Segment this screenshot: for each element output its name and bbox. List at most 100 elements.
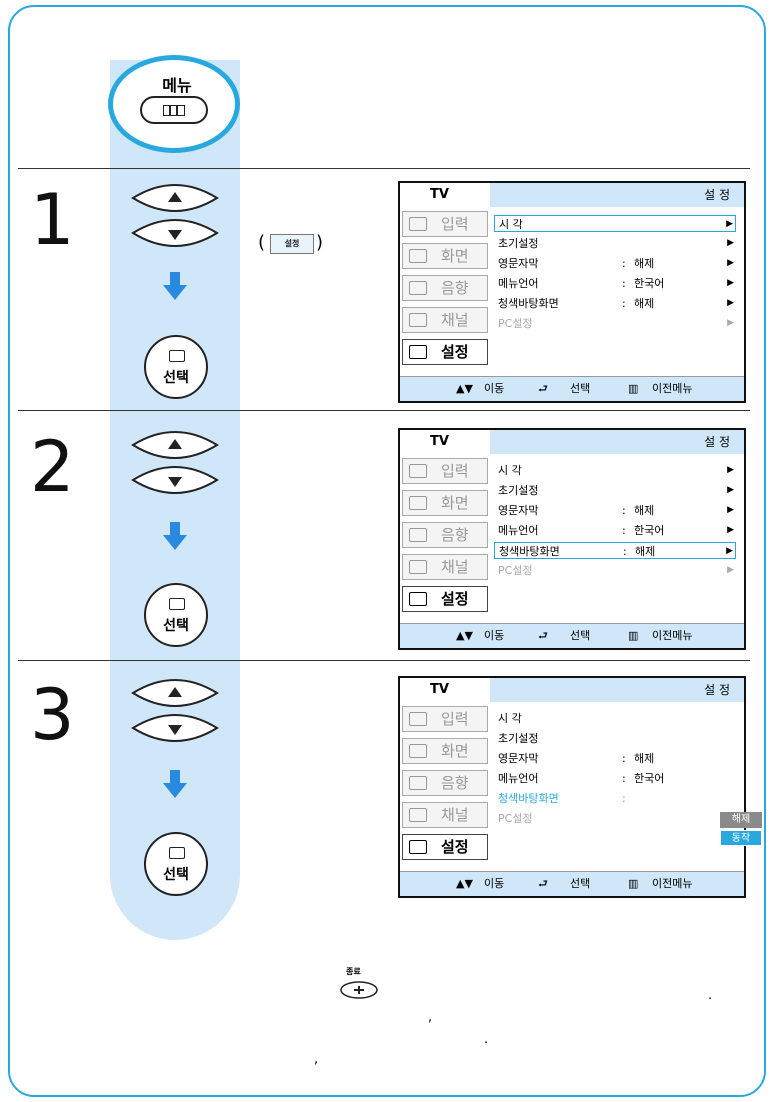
row-sep: : [622, 504, 626, 517]
osd-row-setup[interactable]: 초기설정▶ [494, 482, 736, 499]
row-value: 해제 [634, 752, 655, 765]
osd-tab-label: 화면 [441, 742, 469, 760]
step-number: 3 [30, 674, 75, 756]
enter-icon: ⮐ [538, 382, 548, 395]
osd-row-setup[interactable]: 초기설정 ▶ [494, 235, 736, 252]
osd-tab-setup[interactable]: 설정 [402, 834, 488, 860]
osd-tab-sound[interactable]: 음향 [402, 522, 488, 548]
osd-menu-list: 시 각▶ 초기설정▶ 영문자막:해제▶ 메뉴언어:한국어▶ 청색바탕화면:해제▶… [490, 207, 744, 377]
osd-tv-label: TV [400, 183, 490, 207]
step-number: 1 [30, 179, 75, 261]
osd-tab-picture[interactable]: 화면 [402, 243, 488, 269]
speaker-icon [409, 528, 427, 542]
osd-tv-label: TV [400, 678, 490, 702]
osd-row-caption[interactable]: 영문자막:해제▶ [494, 255, 736, 272]
row-key: PC설정 [498, 812, 533, 825]
osd-row-language[interactable]: 메뉴언어:한국어▶ [494, 275, 736, 292]
exit-button[interactable] [338, 970, 380, 1000]
satellite-icon [409, 808, 427, 822]
footer-move: 이동 [484, 877, 505, 890]
row-value: 해제 [635, 545, 656, 558]
osd-tab-channel[interactable]: 채널 [402, 554, 488, 580]
up-down-buttons[interactable] [130, 673, 220, 753]
satellite-icon [409, 560, 427, 574]
menu-button[interactable] [140, 96, 208, 124]
osd-row-caption: 영문자막:해제 [494, 750, 736, 767]
divider [18, 410, 750, 411]
osd-row-time[interactable]: 시 각▶ [494, 215, 736, 232]
popup-option-on[interactable]: 동작 [720, 830, 762, 846]
menu-button-label: 메뉴 [162, 76, 192, 95]
osd-row-bluescreen[interactable]: 청색바탕화면:해제▶ [494, 295, 736, 312]
right-arrow-icon: ▶ [727, 525, 734, 535]
menu-icon [163, 105, 185, 116]
osd-tab-channel[interactable]: 채널 [402, 307, 488, 333]
osd-row-pc: PC설정 [494, 810, 736, 827]
row-key: 메뉴언어 [498, 524, 539, 537]
osd-tab-input[interactable]: 입력 [402, 458, 488, 484]
up-down-buttons[interactable] [130, 178, 220, 258]
select-button[interactable]: 선택 [144, 832, 208, 896]
select-button[interactable]: 선택 [144, 583, 208, 647]
osd-tab-input[interactable]: 입력 [402, 706, 488, 732]
select-button[interactable]: 선택 [144, 335, 208, 399]
row-key: 초기설정 [498, 732, 539, 745]
setup-icon [409, 840, 427, 854]
note-punct: , [428, 1010, 433, 1025]
right-arrow-icon: ▶ [727, 238, 734, 248]
osd-row-bluescreen[interactable]: 청색바탕화면: [494, 790, 736, 807]
note-punct: . [708, 988, 713, 1003]
osd-tab-setup[interactable]: 설정 [402, 586, 488, 612]
row-key: 초기설정 [498, 484, 539, 497]
popup-option-off[interactable]: 해제 [720, 812, 762, 828]
row-key: 청색바탕화면 [498, 792, 559, 805]
updown-icon: ▲▼ [456, 877, 473, 890]
picture-icon [409, 496, 427, 510]
row-sep: : [622, 752, 626, 765]
osd-row-language[interactable]: 메뉴언어:한국어▶ [494, 522, 736, 539]
row-key: 초기설정 [498, 237, 539, 250]
osd-tab-sound[interactable]: 음향 [402, 275, 488, 301]
right-arrow-icon: ▶ [727, 505, 734, 515]
osd-tab-setup[interactable]: 설정 [402, 339, 488, 365]
osd-tab-label: 화면 [441, 494, 469, 512]
up-down-buttons[interactable] [130, 425, 220, 505]
osd-tab-channel[interactable]: 채널 [402, 802, 488, 828]
row-key: 시 각 [498, 712, 522, 725]
osd-tab-picture[interactable]: 화면 [402, 490, 488, 516]
osd-tab-input[interactable]: 입력 [402, 211, 488, 237]
updown-icon: ▲▼ [456, 629, 473, 642]
osd-tv-label: TV [400, 430, 490, 454]
right-arrow-icon: ▶ [726, 219, 733, 229]
osd-tab-label: 채널 [441, 558, 469, 576]
speaker-icon [409, 281, 427, 295]
row-key: 영문자막 [498, 257, 539, 270]
right-arrow-icon: ▶ [726, 546, 733, 556]
osd-menu-list: 시 각▶ 초기설정▶ 영문자막:해제▶ 메뉴언어:한국어▶ 청색바탕화면:해제▶… [490, 454, 744, 624]
footer-move: 이동 [484, 629, 505, 642]
right-arrow-icon: ▶ [727, 278, 734, 288]
enter-icon [169, 847, 185, 859]
osd-header-title: 설 정 [490, 678, 744, 702]
osd-tab-picture[interactable]: 화면 [402, 738, 488, 764]
down-arrow-icon [163, 770, 187, 798]
osd-tab-label: 입력 [441, 710, 469, 728]
footer-select: 선택 [570, 382, 591, 395]
osd-row-bluescreen[interactable]: 청색바탕화면:해제▶ [494, 542, 736, 559]
osd-header-title: 설 정 [490, 430, 744, 454]
osd-menu-list: 시 각 초기설정 영문자막:해제 메뉴언어:한국어 청색바탕화면: PC설정 해… [490, 702, 762, 872]
row-value: 해제 [634, 504, 655, 517]
osd-row-time[interactable]: 시 각▶ [494, 462, 736, 479]
row-key: 영문자막 [498, 504, 539, 517]
osd-tab-label: 입력 [441, 215, 469, 233]
footer-select: 선택 [570, 877, 591, 890]
osd-row-caption[interactable]: 영문자막: 해제 ▶ [494, 502, 736, 519]
osd-sidebar: 입력 화면 음향 채널 설정 [400, 454, 490, 624]
osd-tab-label: 음향 [441, 774, 469, 792]
paren-open: ( [258, 232, 266, 253]
osd-tab-sound[interactable]: 음향 [402, 770, 488, 796]
row-value: 한국어 [634, 277, 665, 290]
select-button-label: 선택 [163, 867, 189, 883]
osd-screen: TV 설 정 입력 화면 음향 채널 설정 시 각▶ 초기설정▶ 영문자막:해제… [398, 428, 746, 650]
note-punct: . [484, 1032, 489, 1047]
